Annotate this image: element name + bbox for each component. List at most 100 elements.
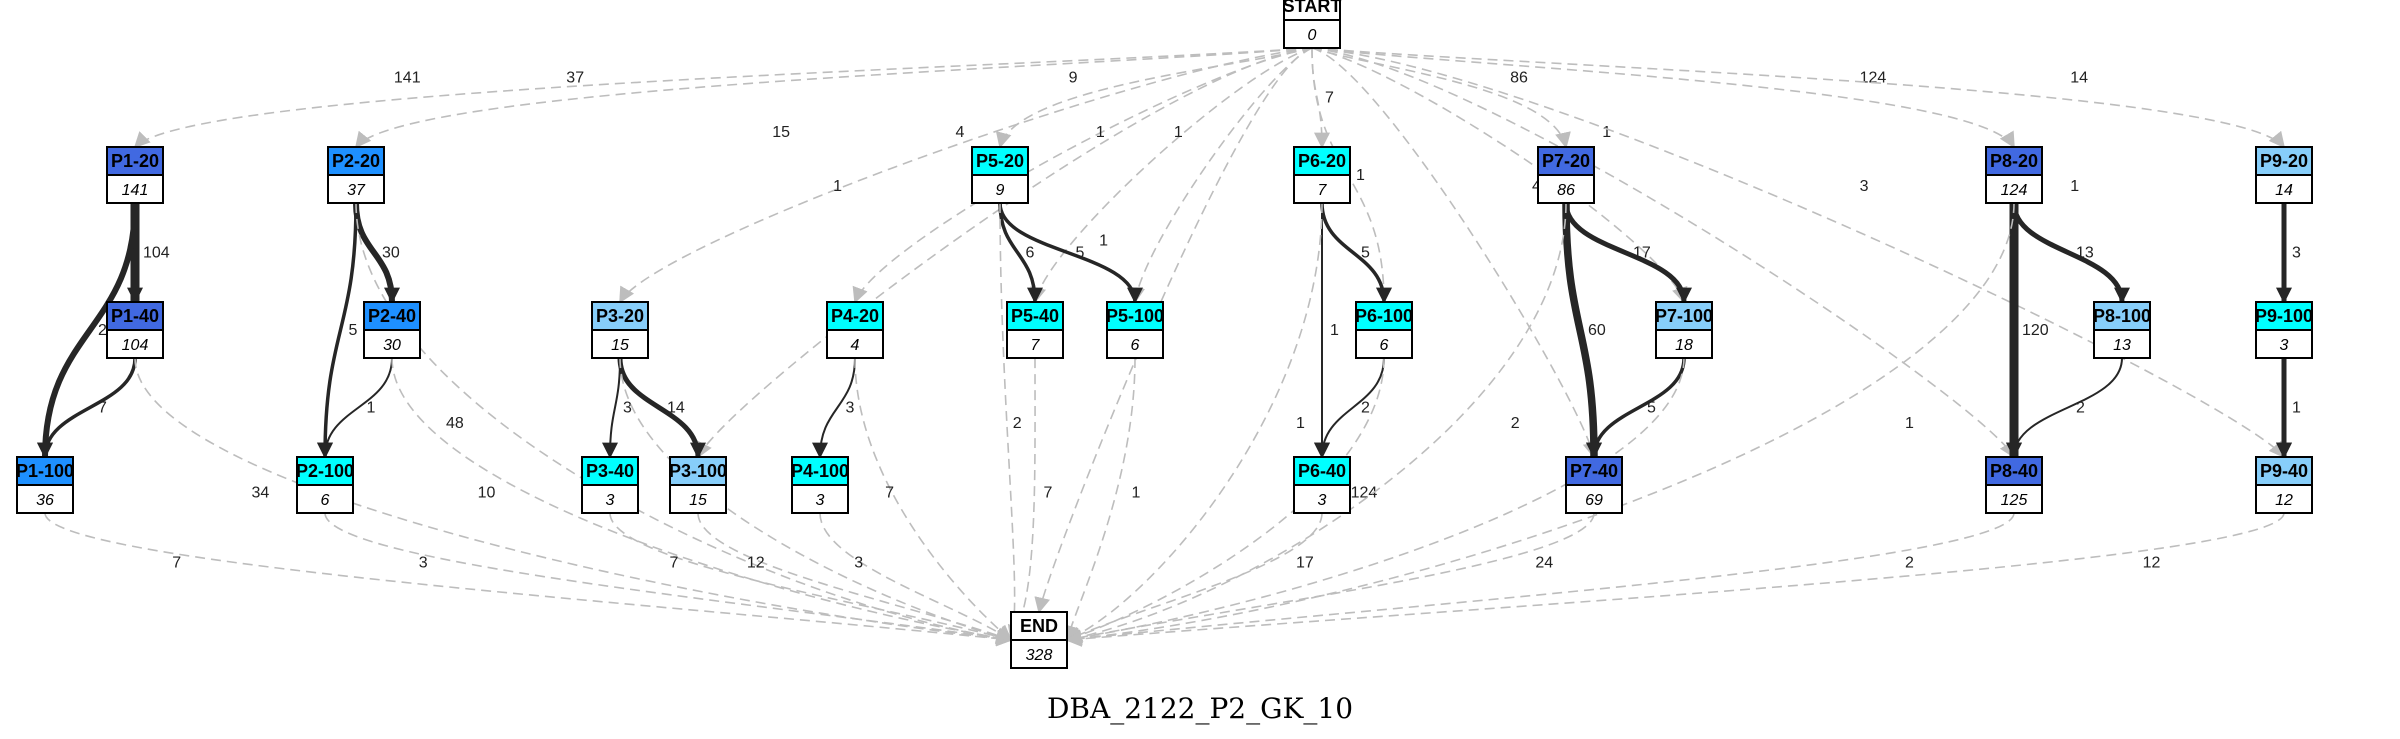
edge-p5-20-to-end bbox=[999, 202, 1024, 642]
node-title: P7-40 bbox=[1570, 461, 1618, 481]
node-header bbox=[296, 456, 354, 486]
edge-start-to-p7-20 bbox=[1311, 47, 1571, 149]
edge-label: 3 bbox=[623, 400, 632, 417]
node-p3-40: P3-403 bbox=[581, 456, 639, 514]
edge-p3-40-to-end bbox=[609, 512, 1013, 645]
node-header bbox=[1293, 146, 1351, 176]
edge-label: 12 bbox=[747, 555, 765, 572]
node-p6-20: P6-207 bbox=[1293, 146, 1351, 204]
edge-p2-20-to-end bbox=[355, 202, 1013, 646]
node-p4-20: P4-204 bbox=[826, 301, 884, 359]
edge-label: 2 bbox=[1013, 415, 1022, 432]
edge-label: 24 bbox=[1535, 555, 1553, 572]
edge-p8-40-to-end bbox=[1065, 512, 2015, 647]
node-header bbox=[1006, 301, 1064, 331]
node-title: START bbox=[1283, 0, 1342, 16]
node-header bbox=[1655, 301, 1713, 331]
node-count: 7 bbox=[1318, 182, 1328, 199]
edge-label: 1 bbox=[1296, 415, 1305, 432]
edge-p4-20-to-end bbox=[854, 357, 1013, 642]
node-body bbox=[826, 329, 884, 359]
node-body bbox=[296, 484, 354, 514]
node-title: P4-20 bbox=[831, 306, 879, 326]
node-body bbox=[2255, 174, 2313, 204]
node-header bbox=[581, 456, 639, 486]
node-header bbox=[2255, 456, 2313, 486]
node-count: 15 bbox=[611, 337, 629, 354]
edge-label: 1 bbox=[833, 178, 842, 195]
node-body bbox=[2255, 329, 2313, 359]
edge-label: 7 bbox=[885, 485, 894, 502]
edge-label: 17 bbox=[1296, 555, 1314, 572]
edge-label: 1 bbox=[1099, 232, 1108, 249]
node-body bbox=[106, 329, 164, 359]
node-body bbox=[1565, 484, 1623, 514]
node-title: P2-100 bbox=[296, 461, 354, 481]
edge-p6-40-to-end bbox=[1065, 512, 1323, 642]
node-count: 86 bbox=[1557, 182, 1575, 199]
node-body bbox=[1010, 639, 1068, 669]
edge-label: 124 bbox=[1860, 70, 1887, 87]
edge-label: 1 bbox=[1356, 167, 1365, 184]
edge-p5-40-to-end bbox=[1010, 357, 1036, 642]
edge-p8-100-to-p8-40 bbox=[2006, 357, 2123, 459]
edge-label: 3 bbox=[1860, 178, 1869, 195]
node-title: P3-100 bbox=[669, 461, 727, 481]
node-count: 18 bbox=[1675, 337, 1693, 354]
node-body bbox=[2255, 484, 2313, 514]
node-body bbox=[1006, 329, 1064, 359]
edge-label: 7 bbox=[670, 555, 679, 572]
node-count: 141 bbox=[122, 182, 149, 199]
node-header bbox=[2255, 301, 2313, 331]
node-title: P2-20 bbox=[332, 151, 380, 171]
node-body bbox=[327, 174, 385, 204]
node-header bbox=[363, 301, 421, 331]
edge-label: 3 bbox=[2292, 245, 2301, 262]
edge-label: 6 bbox=[1026, 245, 1035, 262]
node-title: P7-20 bbox=[1542, 151, 1590, 171]
edge-label: 60 bbox=[1588, 322, 1606, 339]
edge-label: 7 bbox=[98, 400, 107, 417]
node-header bbox=[2255, 146, 2313, 176]
edge-label: 7 bbox=[1044, 485, 1053, 502]
edge-label: 10 bbox=[478, 485, 496, 502]
edge-p6-20-to-end bbox=[1065, 202, 1323, 642]
node-body bbox=[106, 174, 164, 204]
node-count: 13 bbox=[2113, 337, 2131, 354]
node-header bbox=[669, 456, 727, 486]
node-title: P8-100 bbox=[2093, 306, 2151, 326]
node-count: 36 bbox=[36, 492, 54, 509]
edge-p1-100-to-end bbox=[44, 512, 1013, 647]
node-body bbox=[16, 484, 74, 514]
edge-label: 2 bbox=[1905, 555, 1914, 572]
edge-label: 104 bbox=[143, 245, 170, 262]
node-title: P6-100 bbox=[1355, 306, 1413, 326]
edge-p7-40-to-end bbox=[1065, 512, 1595, 646]
edge-label: 3 bbox=[854, 555, 863, 572]
edge-p5-20-to-p5-40 bbox=[998, 202, 1043, 304]
edge-p7-20-to-p7-40 bbox=[1562, 202, 1602, 459]
node-header bbox=[2093, 301, 2151, 331]
node-header bbox=[106, 146, 164, 176]
node-body bbox=[1106, 329, 1164, 359]
edge-label: 2 bbox=[1361, 400, 1370, 417]
edge-start-to-p3-20 bbox=[619, 47, 1313, 304]
edge-label: 5 bbox=[1076, 245, 1085, 262]
node-count: 30 bbox=[383, 337, 401, 354]
edge-p3-20-to-p3-100 bbox=[617, 357, 706, 459]
node-body bbox=[1283, 19, 1341, 49]
edge-label: 1 bbox=[1096, 124, 1105, 141]
edge-label: 17 bbox=[1633, 245, 1651, 262]
node-title: P1-20 bbox=[111, 151, 159, 171]
node-title: P7-100 bbox=[1655, 306, 1713, 326]
